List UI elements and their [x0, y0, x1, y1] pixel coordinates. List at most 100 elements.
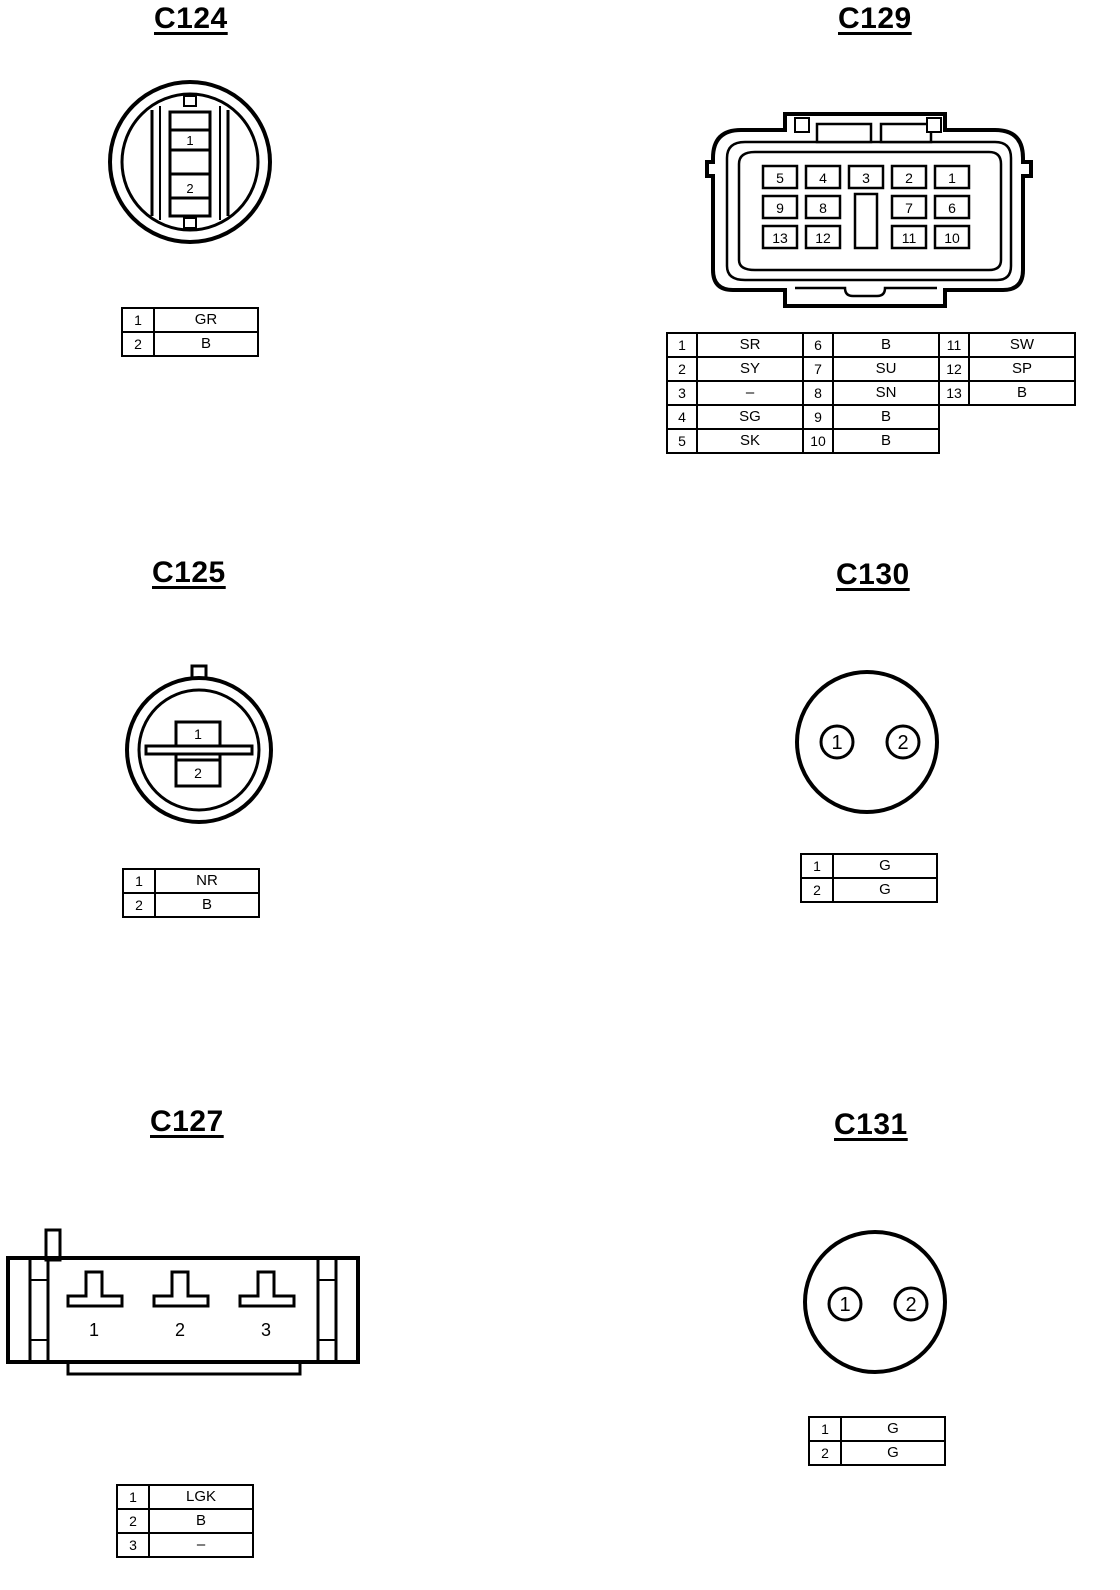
- wire-color: SG: [696, 404, 804, 430]
- table-row: 3 –: [116, 1532, 254, 1558]
- c129-pin-13-label: 13: [772, 230, 788, 246]
- wire-color: NR: [154, 868, 260, 894]
- c127-pin-1-label: 1: [89, 1320, 99, 1340]
- wire-color: SU: [832, 356, 940, 382]
- pin-number: 2: [116, 1508, 150, 1534]
- table-row: 2 B: [121, 331, 259, 357]
- c131-pin-1-label: 1: [839, 1294, 850, 1316]
- wire-color: B: [968, 380, 1076, 406]
- pin-number: 1: [122, 868, 156, 894]
- c125-pin-1-label: 1: [194, 726, 202, 742]
- c125-pin-table: 1 NR 2 B: [122, 868, 260, 918]
- table-row: 2 B: [122, 892, 260, 918]
- pin-number: 2: [122, 892, 156, 918]
- wire-color: B: [832, 332, 940, 358]
- wire-color: G: [832, 877, 938, 903]
- table-row: 1 GR: [121, 307, 259, 333]
- c130-connector-diagram: 1 2: [795, 670, 939, 814]
- wire-color: B: [832, 404, 940, 430]
- table-row: 2 SY 7 SU 12 SP: [666, 356, 1076, 382]
- empty-cell: [939, 405, 1075, 429]
- wire-color: SR: [696, 332, 804, 358]
- c124-connector-diagram: 1 2: [108, 80, 272, 244]
- wire-color: SW: [968, 332, 1076, 358]
- c129-pin-table: 1 SR 6 B 11 SW 2 SY 7 SU 12 SP 3 – 8 SN …: [666, 332, 1076, 454]
- wire-color: GR: [153, 307, 259, 333]
- c129-pin-6-label: 6: [948, 200, 956, 216]
- pin-number: 3: [116, 1532, 150, 1558]
- pin-number: 1: [116, 1484, 150, 1510]
- wire-color: SP: [968, 356, 1076, 382]
- pin-number: 6: [802, 332, 834, 358]
- table-row: 1 LGK: [116, 1484, 254, 1510]
- c124-pin-2-label: 2: [186, 181, 193, 196]
- c125-pin-2-label: 2: [194, 765, 202, 781]
- c127-pin-2-label: 2: [175, 1320, 185, 1340]
- c127-title: C127: [150, 1105, 224, 1138]
- table-row: 2 G: [800, 877, 938, 903]
- table-row: 3 – 8 SN 13 B: [666, 380, 1076, 406]
- wire-color: LGK: [148, 1484, 254, 1510]
- pin-number: 2: [800, 877, 834, 903]
- wire-color: SY: [696, 356, 804, 382]
- c124-pin-table: 1 GR 2 B: [121, 307, 259, 357]
- wire-color: B: [154, 892, 260, 918]
- c129-pin-9-label: 9: [776, 200, 784, 216]
- c131-pin-2-label: 2: [905, 1294, 916, 1316]
- c130-pin-1-label: 1: [831, 732, 842, 754]
- wire-color: –: [148, 1532, 254, 1558]
- c129-pin-7-label: 7: [905, 200, 913, 216]
- table-row: 1 SR 6 B 11 SW: [666, 332, 1076, 358]
- c124-title: C124: [154, 2, 228, 35]
- table-row: 1 G: [800, 853, 938, 879]
- c131-title: C131: [834, 1108, 908, 1141]
- c127-pin-3-label: 3: [261, 1320, 271, 1340]
- table-row: 5 SK 10 B: [666, 428, 1075, 454]
- wire-color: B: [148, 1508, 254, 1534]
- c129-pin-5-label: 5: [776, 170, 784, 186]
- pin-number: 3: [666, 380, 698, 406]
- wire-color: –: [696, 380, 804, 406]
- c127-connector-diagram: 1 2 3: [6, 1228, 360, 1376]
- table-row: 1 G: [808, 1416, 946, 1442]
- pin-number: 2: [666, 356, 698, 382]
- c129-pin-11-label: 11: [902, 230, 917, 246]
- wire-color: G: [840, 1440, 946, 1466]
- wire-color: G: [832, 853, 938, 879]
- wire-color: SK: [696, 428, 804, 454]
- wire-color: SN: [832, 380, 940, 406]
- pin-number: 1: [800, 853, 834, 879]
- c131-connector-diagram: 1 2: [803, 1230, 947, 1374]
- c129-pin-10-label: 10: [944, 230, 960, 246]
- c127-pin-table: 1 LGK 2 B 3 –: [116, 1484, 254, 1558]
- c124-pin-1-label: 1: [186, 133, 193, 148]
- table-row: 2 B: [116, 1508, 254, 1534]
- pin-number: 2: [121, 331, 155, 357]
- c130-pin-table: 1 G 2 G: [800, 853, 938, 903]
- pin-number: 7: [802, 356, 834, 382]
- pin-number: 13: [938, 380, 970, 406]
- pin-number: 5: [666, 428, 698, 454]
- c131-pin-table: 1 G 2 G: [808, 1416, 946, 1466]
- c129-connector-diagram: 5 4 3 2 1 9 8 7 6 13 12 11 10: [705, 112, 1033, 308]
- c129-pin-8-label: 8: [819, 200, 827, 216]
- c130-title: C130: [836, 558, 910, 591]
- wire-color: B: [832, 428, 940, 454]
- table-row: 1 NR: [122, 868, 260, 894]
- pin-number: 1: [666, 332, 698, 358]
- pin-number: 11: [938, 332, 970, 358]
- c129-title: C129: [838, 2, 912, 35]
- pin-number: 4: [666, 404, 698, 430]
- pin-number: 1: [121, 307, 155, 333]
- pin-number: 1: [808, 1416, 842, 1442]
- empty-cell: [939, 429, 1075, 453]
- wire-color: B: [153, 331, 259, 357]
- wire-color: G: [840, 1416, 946, 1442]
- c130-pin-2-label: 2: [897, 732, 908, 754]
- table-row: 4 SG 9 B: [666, 404, 1075, 430]
- pin-number: 9: [802, 404, 834, 430]
- pin-number: 12: [938, 356, 970, 382]
- c129-pin-4-label: 4: [819, 170, 827, 186]
- c125-connector-diagram: 1 2: [125, 664, 273, 824]
- c129-pin-12-label: 12: [815, 230, 831, 246]
